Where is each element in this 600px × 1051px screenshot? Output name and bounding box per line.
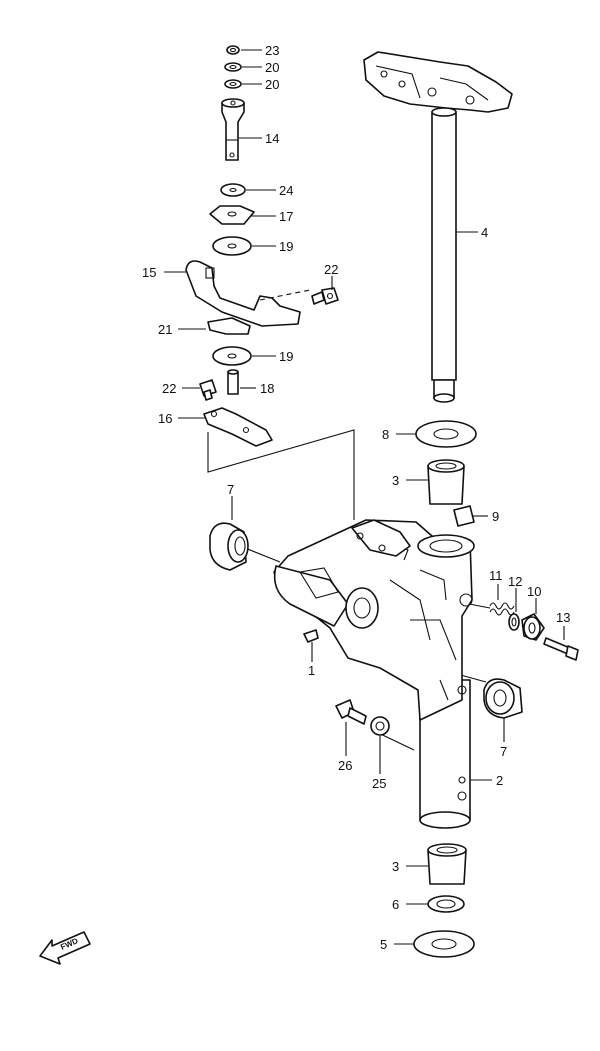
callout-19a: 19 xyxy=(279,239,293,254)
part-18-pin xyxy=(227,369,239,395)
callout-15: 15 xyxy=(142,265,156,280)
callout-6: 6 xyxy=(392,897,399,912)
part-26-bolt xyxy=(335,699,367,725)
part-3-bushing-lower xyxy=(427,843,467,885)
callout-7a: 7 xyxy=(227,482,234,497)
callout-21: 21 xyxy=(158,322,172,337)
part-21-shim xyxy=(207,317,251,335)
part-19-disc-b xyxy=(212,346,252,366)
callout-1: 1 xyxy=(308,663,315,678)
part-15-bracket xyxy=(185,260,301,327)
callout-7b: 7 xyxy=(500,744,507,759)
callout-22a: 22 xyxy=(324,262,338,277)
part-10-knob xyxy=(521,613,545,641)
callout-12: 12 xyxy=(508,574,522,589)
callout-3b: 3 xyxy=(392,859,399,874)
part-6-washer xyxy=(427,895,465,913)
callout-9: 9 xyxy=(492,509,499,524)
callout-4: 4 xyxy=(481,225,488,240)
callout-13: 13 xyxy=(556,610,570,625)
callout-18: 18 xyxy=(260,381,274,396)
callout-2: 2 xyxy=(496,773,503,788)
callout-17: 17 xyxy=(279,209,293,224)
callout-25: 25 xyxy=(372,776,386,791)
part-9-block xyxy=(453,505,475,527)
callout-3a: 3 xyxy=(392,473,399,488)
callout-26: 26 xyxy=(338,758,352,773)
part-3-bushing-upper xyxy=(427,459,465,505)
part-8-washer xyxy=(415,420,477,448)
callout-10: 10 xyxy=(527,584,541,599)
callout-24: 24 xyxy=(279,183,293,198)
part-5-washer xyxy=(413,930,475,958)
part-17-plate xyxy=(209,205,255,225)
part-22-bolt-a xyxy=(311,287,339,305)
callout-20a: 20 xyxy=(265,60,279,75)
part-16-plate xyxy=(203,407,273,447)
part-7-grommet-left xyxy=(209,522,249,571)
part-2-swivel-bracket xyxy=(273,519,475,829)
part-20-washer-b xyxy=(224,79,242,89)
part-25-collar xyxy=(370,716,390,736)
part-13-screw xyxy=(543,637,579,661)
part-20-washer-a xyxy=(224,62,242,72)
callout-16: 16 xyxy=(158,411,172,426)
part-14-bolt xyxy=(221,98,245,161)
callout-19b: 19 xyxy=(279,349,293,364)
part-7-grommet-right xyxy=(483,678,523,719)
part-19-disc-a xyxy=(212,236,252,256)
part-24-washer xyxy=(220,183,246,197)
part-11-spring xyxy=(489,602,515,616)
part-23-nut xyxy=(226,45,240,55)
part-1-grease-nipple xyxy=(303,629,319,643)
callout-23: 23 xyxy=(265,43,279,58)
part-4-steering-shaft xyxy=(363,51,513,403)
callout-20b: 20 xyxy=(265,77,279,92)
callout-8: 8 xyxy=(382,427,389,442)
callout-11: 11 xyxy=(489,568,503,583)
part-12-o-ring xyxy=(508,613,520,631)
callout-22b: 22 xyxy=(162,381,176,396)
callout-5: 5 xyxy=(380,937,387,952)
part-22-bolt-b xyxy=(199,379,217,401)
callout-14: 14 xyxy=(265,131,279,146)
fwd-arrow-icon: FWD xyxy=(39,931,91,965)
